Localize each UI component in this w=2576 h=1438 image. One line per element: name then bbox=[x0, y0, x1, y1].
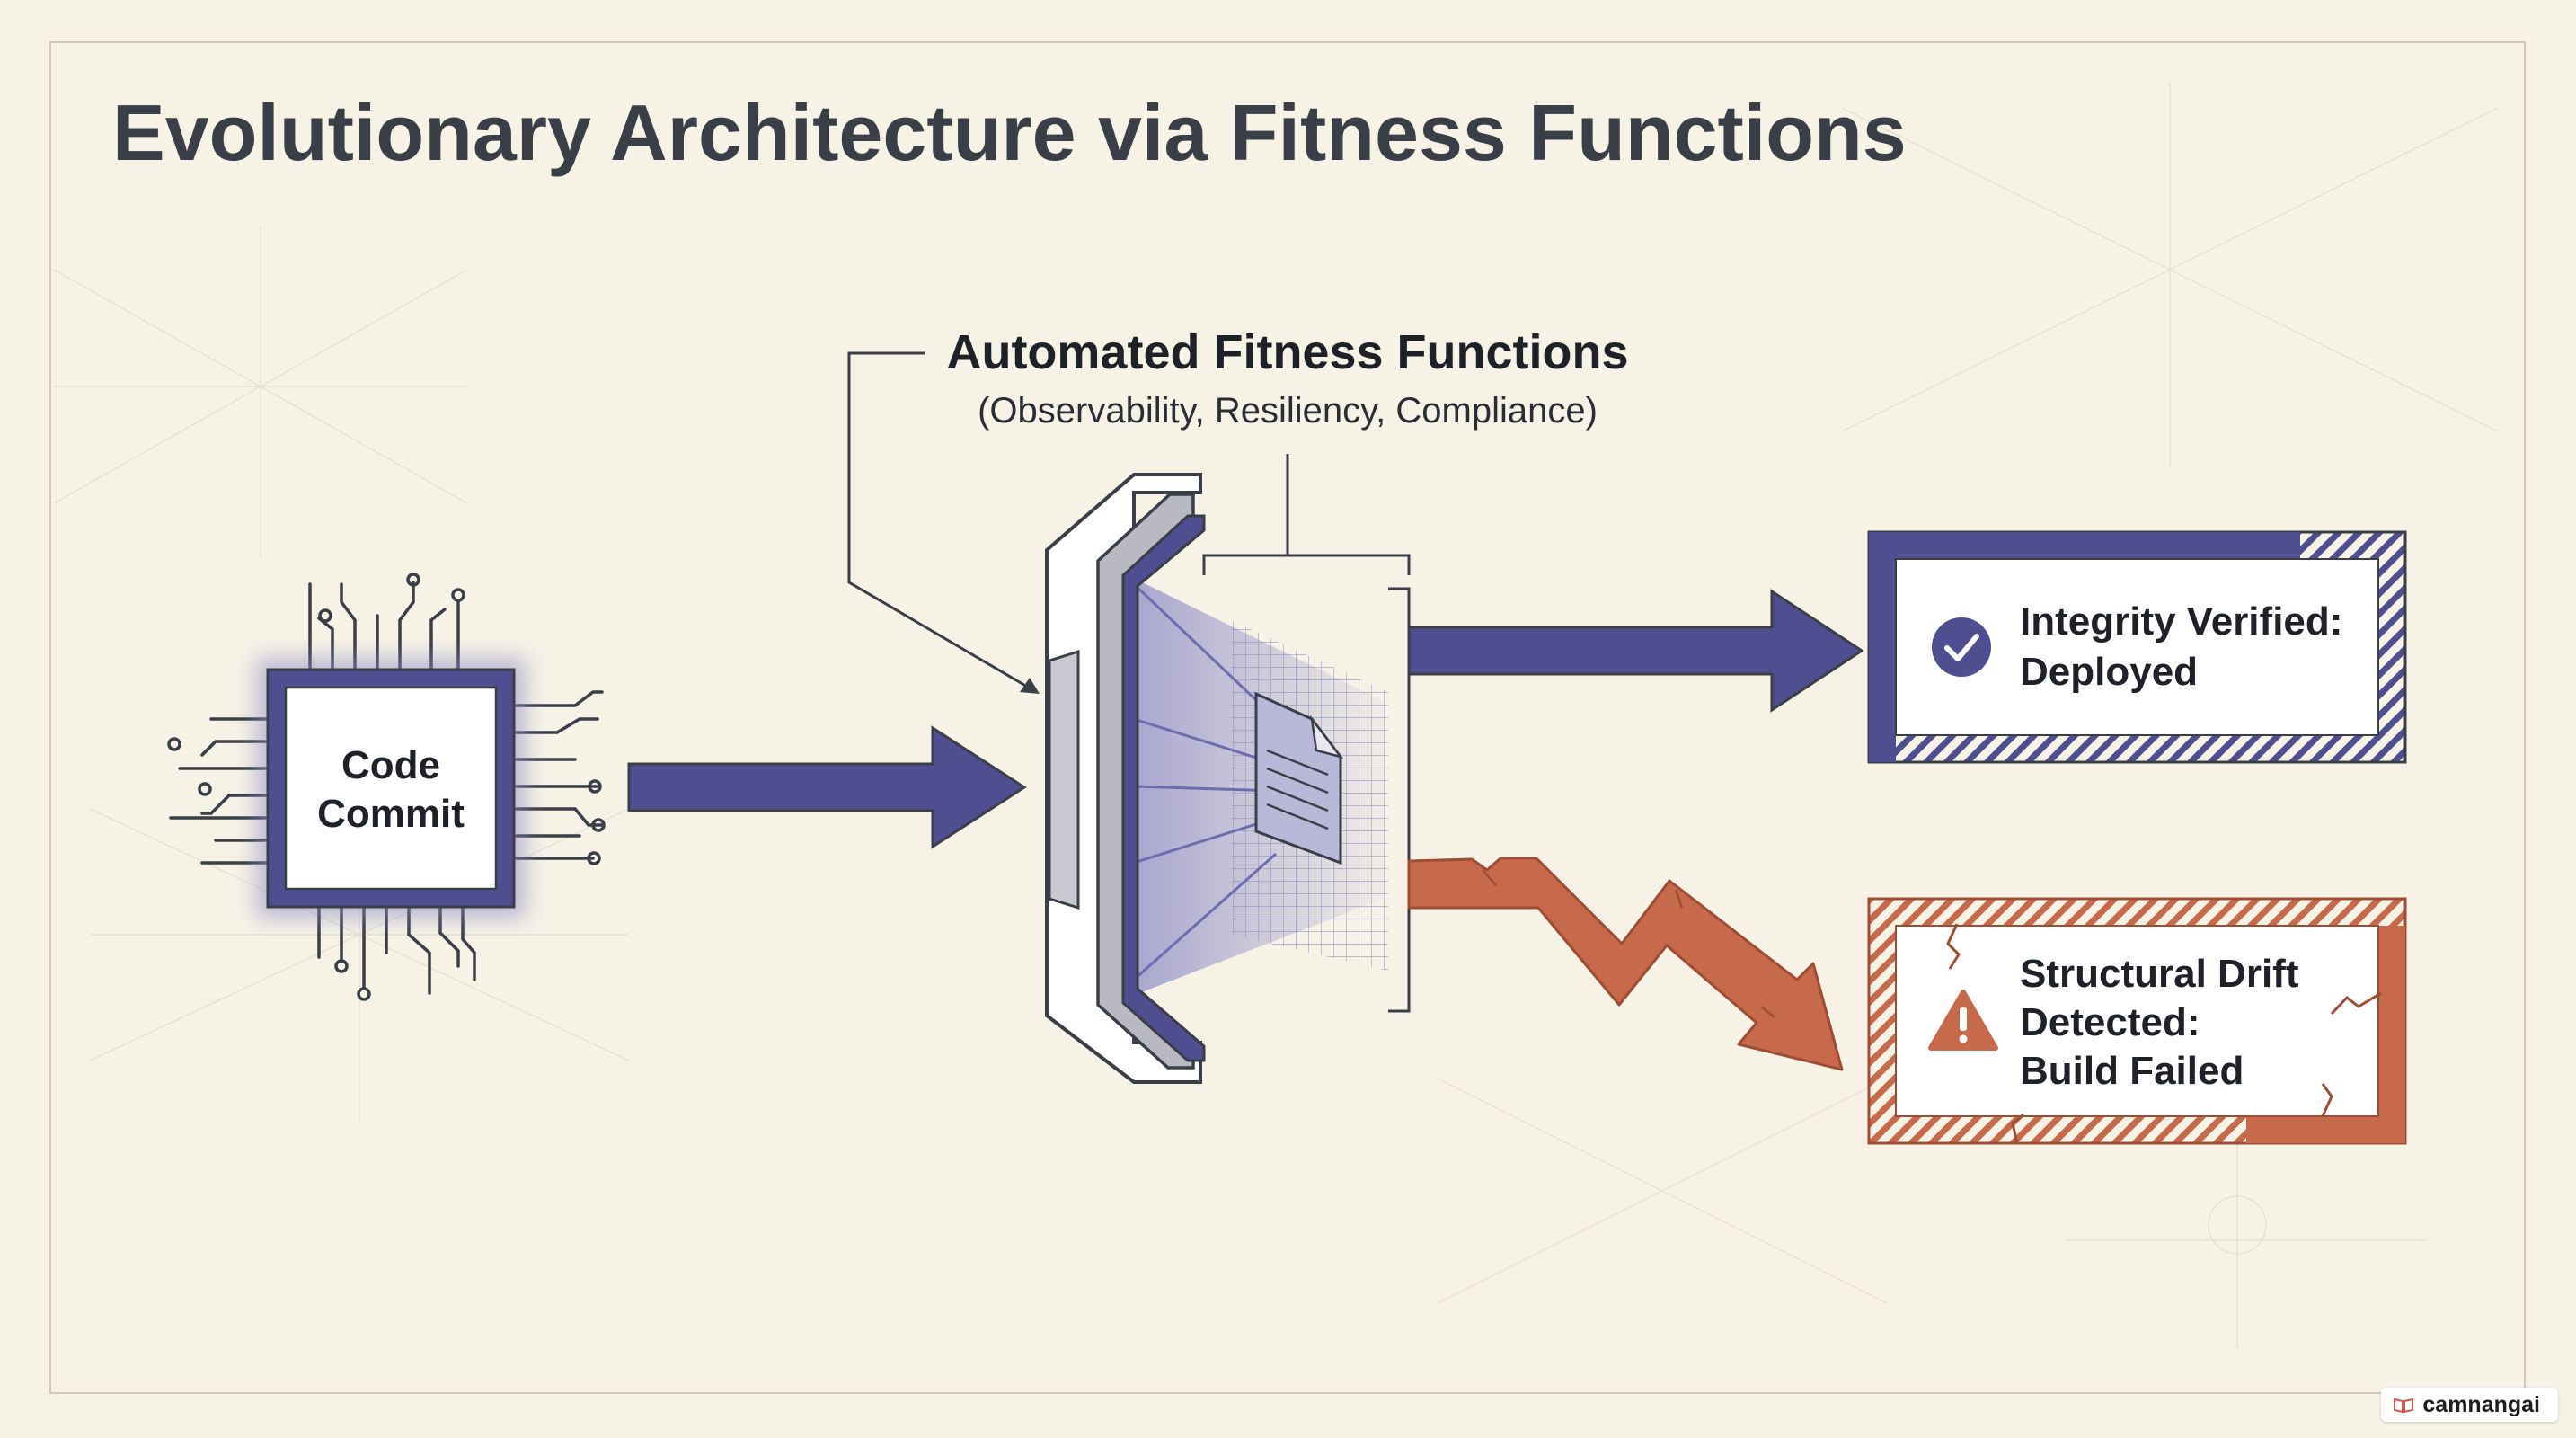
scan-rays bbox=[1132, 582, 1278, 981]
chip-icon: Code Commit bbox=[167, 573, 606, 1001]
fail-arrow-cracks bbox=[1482, 869, 1775, 1018]
failure-label-line1: Structural Drift bbox=[2020, 952, 2299, 996]
slide-frame bbox=[49, 41, 2526, 1394]
pass-arrow bbox=[1407, 589, 1864, 713]
gate-side-panel bbox=[1048, 649, 1080, 910]
scanner-gate-icon bbox=[1045, 473, 1388, 1084]
gate-callout-line bbox=[847, 351, 1034, 692]
fitness-functions-subheading: (Observability, Resiliency, Compliance) bbox=[978, 391, 1598, 431]
fitness-functions-heading: Automated Fitness Functions bbox=[946, 325, 1628, 379]
failure-box-cracks bbox=[1946, 923, 2382, 1144]
chip-face bbox=[284, 686, 498, 891]
commit-to-gate-arrow bbox=[627, 725, 1027, 849]
gate-frame-inner bbox=[1121, 514, 1206, 1062]
success-outcome-box: Integrity Verified: Deployed bbox=[1867, 530, 2407, 764]
failure-label-line2: Detected: bbox=[2020, 1000, 2200, 1044]
watermark-label: camnangai bbox=[2422, 1391, 2540, 1417]
code-commit-label-line1: Code bbox=[341, 743, 440, 787]
success-box-solid-border bbox=[1869, 532, 2300, 762]
code-commit-label-line2: Commit bbox=[317, 792, 465, 836]
failure-outcome-box: Structural Drift Detected: Build Failed bbox=[1867, 897, 2407, 1145]
chip-circuit-traces bbox=[167, 573, 606, 1001]
book-icon bbox=[2394, 1398, 2414, 1413]
success-label-line1: Integrity Verified: bbox=[2020, 599, 2342, 644]
success-label-line2: Deployed bbox=[2020, 650, 2198, 694]
background-grid bbox=[53, 81, 2499, 1348]
warning-triangle-icon bbox=[1928, 990, 1998, 1051]
failure-box-solid-border bbox=[2246, 926, 2405, 1143]
document-icon bbox=[1254, 691, 1344, 865]
scan-field-bracket bbox=[1202, 454, 1411, 1013]
gate-callout-arrowhead bbox=[1020, 678, 1040, 694]
watermark-badge[interactable]: camnangai bbox=[2381, 1388, 2558, 1422]
failure-label-line3: Build Failed bbox=[2020, 1049, 2244, 1093]
page-title: Evolutionary Architecture via Fitness Fu… bbox=[112, 88, 1907, 177]
fail-arrow bbox=[1407, 857, 1844, 1071]
check-circle-icon bbox=[1932, 617, 1991, 677]
